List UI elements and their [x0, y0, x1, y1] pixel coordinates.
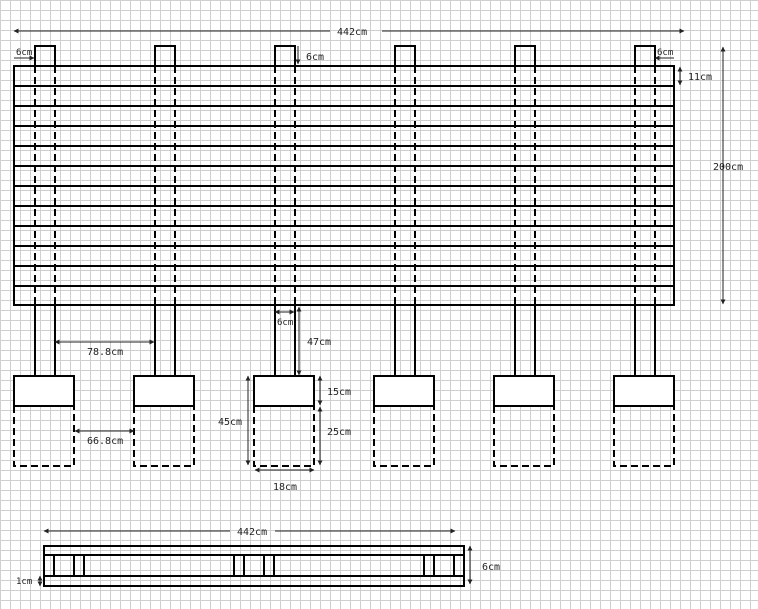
footing-visible: [133, 375, 195, 407]
label-post-width: 6cm: [277, 318, 293, 328]
label-footing-total: 45cm: [218, 417, 242, 428]
bottom-plan-view: [43, 545, 465, 587]
label-slat-height: 11cm: [688, 72, 712, 83]
post-top: [154, 45, 176, 66]
dimension-lines: [13, 28, 726, 587]
fence-footings: [13, 375, 675, 467]
footing-visible: [373, 375, 435, 407]
footing-visible: [493, 375, 555, 407]
label-bottom-width: 442cm: [237, 527, 267, 538]
footing-buried: [13, 406, 75, 467]
bottom-frame: [43, 545, 465, 587]
post-top: [514, 45, 536, 66]
label-post-top-above: 6cm: [306, 52, 324, 63]
label-footing-width: 18cm: [273, 482, 297, 493]
footing-buried: [493, 406, 555, 467]
label-total-height: 200cm: [713, 162, 743, 173]
label-post-gap: 78.8cm: [87, 347, 123, 358]
footing-visible: [613, 375, 675, 407]
footing-buried: [613, 406, 675, 467]
footing-buried: [253, 406, 315, 467]
label-footing-gap: 66.8cm: [87, 436, 123, 447]
footing-buried: [133, 406, 195, 467]
post-top: [634, 45, 656, 66]
label-footing-top: 15cm: [327, 387, 351, 398]
footing-visible: [253, 375, 315, 407]
label-overall-width: 442cm: [337, 27, 367, 38]
label-post-below: 47cm: [307, 337, 331, 348]
label-post-edge-left: 6cm: [16, 48, 32, 58]
label-post-edge-right: 6cm: [657, 48, 673, 58]
post-top: [394, 45, 416, 66]
footing-buried: [373, 406, 435, 467]
fence-slats: [13, 65, 675, 306]
label-bottom-height: 6cm: [482, 562, 500, 573]
footing-visible: [13, 375, 75, 407]
label-bottom-rail: 1cm: [16, 577, 32, 587]
post-top: [274, 45, 296, 66]
fence-posts: [34, 45, 656, 376]
post-top: [34, 45, 56, 66]
label-footing-buried: 25cm: [327, 427, 351, 438]
